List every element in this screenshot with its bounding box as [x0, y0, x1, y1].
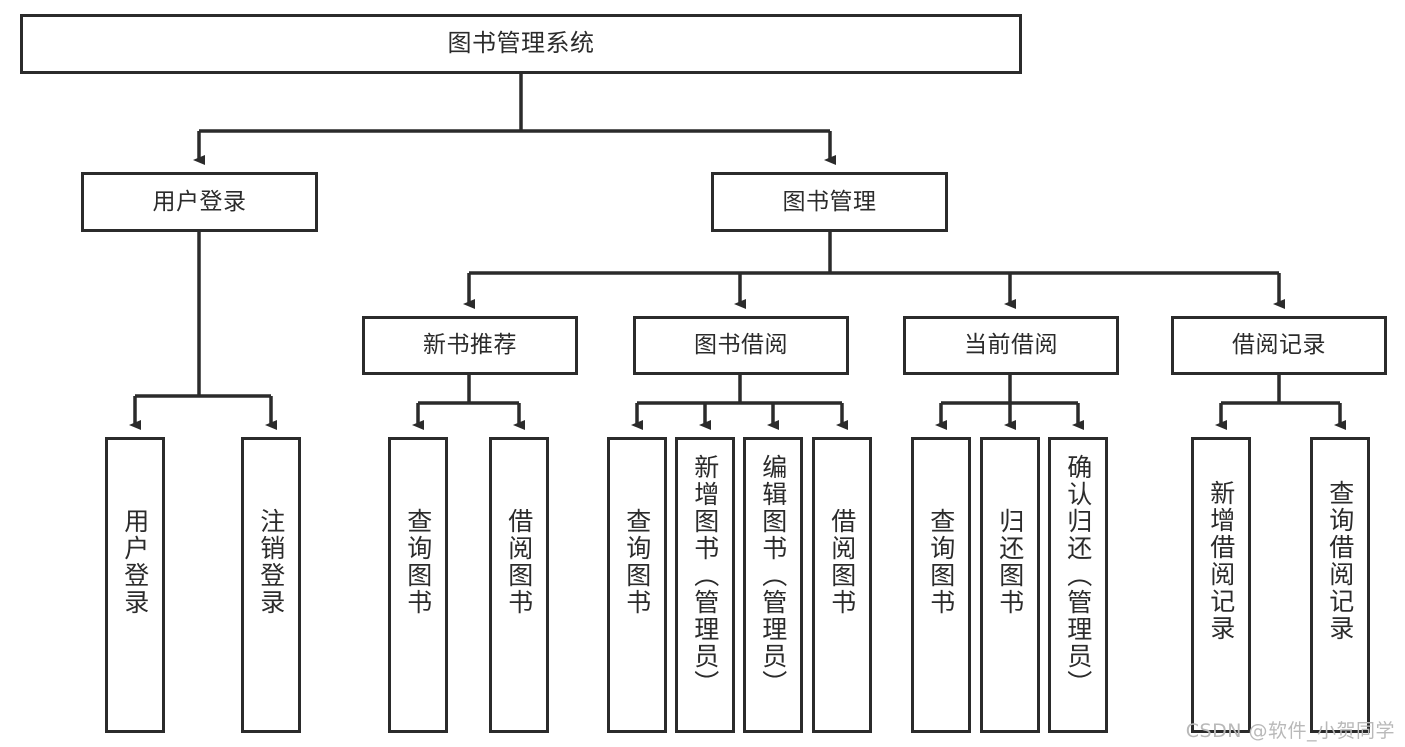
node-label: 注销登录 — [256, 508, 286, 616]
node-label: 查询图书 — [622, 508, 652, 616]
node-label: 借阅记录 — [1232, 332, 1326, 359]
node-leaf-query-book-3[interactable]: 查询图书 — [911, 437, 971, 733]
node-user-login[interactable]: 用户登录 — [81, 172, 318, 232]
node-root-system[interactable]: 图书管理系统 — [20, 14, 1022, 74]
node-label: 确认归还（管理员） — [1063, 454, 1093, 697]
node-label: 用户登录 — [152, 188, 247, 215]
node-borrow-record[interactable]: 借阅记录 — [1171, 316, 1387, 375]
node-leaf-user-login[interactable]: 用户登录 — [105, 437, 165, 733]
node-label: 当前借阅 — [964, 332, 1058, 359]
node-label: 借阅图书 — [827, 508, 857, 616]
node-label: 新增借阅记录 — [1206, 480, 1236, 642]
node-leaf-edit-book[interactable]: 编辑图书（管理员） — [743, 437, 803, 733]
node-label: 图书管理 — [782, 188, 877, 215]
node-leaf-borrow-book-2[interactable]: 借阅图书 — [812, 437, 872, 733]
node-leaf-add-record[interactable]: 新增借阅记录 — [1191, 437, 1251, 733]
node-new-book-recommend[interactable]: 新书推荐 — [362, 316, 578, 375]
node-leaf-return-book[interactable]: 归还图书 — [980, 437, 1040, 733]
node-label: 新书推荐 — [423, 332, 517, 359]
node-leaf-logout[interactable]: 注销登录 — [241, 437, 301, 733]
watermark-text: CSDN @软件_小贺同学 — [1185, 720, 1395, 742]
node-label: 查询借阅记录 — [1325, 480, 1355, 642]
node-leaf-add-book[interactable]: 新增图书（管理员） — [675, 437, 735, 733]
node-leaf-query-book-1[interactable]: 查询图书 — [388, 437, 448, 733]
node-label: 图书借阅 — [694, 332, 788, 359]
node-label: 查询图书 — [926, 508, 956, 616]
node-label: 编辑图书（管理员） — [758, 454, 788, 697]
node-leaf-confirm-return[interactable]: 确认归还（管理员） — [1048, 437, 1108, 733]
node-label: 用户登录 — [120, 508, 150, 616]
node-leaf-query-record[interactable]: 查询借阅记录 — [1310, 437, 1370, 733]
node-book-borrow[interactable]: 图书借阅 — [633, 316, 849, 375]
node-leaf-borrow-book-1[interactable]: 借阅图书 — [489, 437, 549, 733]
node-label: 新增图书（管理员） — [690, 454, 720, 697]
node-label: 归还图书 — [995, 508, 1025, 616]
node-label: 借阅图书 — [504, 508, 534, 616]
node-label: 图书管理系统 — [447, 29, 595, 58]
node-current-borrow[interactable]: 当前借阅 — [903, 316, 1119, 375]
node-book-management[interactable]: 图书管理 — [711, 172, 948, 232]
node-label: 查询图书 — [403, 508, 433, 616]
node-leaf-query-book-2[interactable]: 查询图书 — [607, 437, 667, 733]
